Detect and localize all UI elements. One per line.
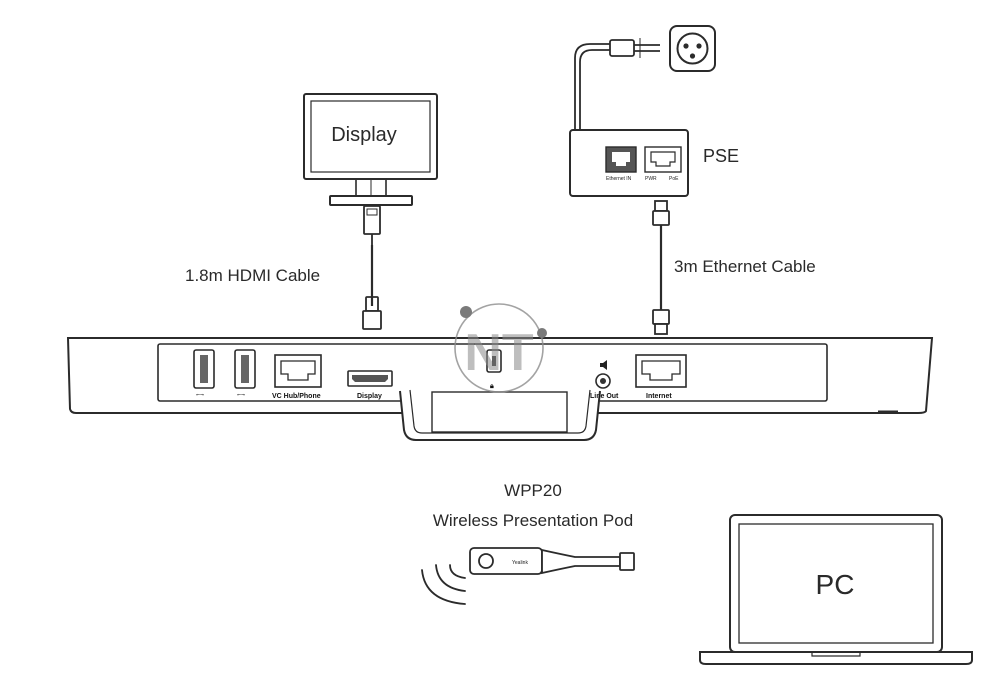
ethernet-cable — [652, 200, 670, 335]
pod-brand: Yealink — [512, 560, 528, 566]
usb-port-2: ⭠⭢ — [234, 349, 256, 398]
lock-slot — [486, 349, 502, 373]
pse-port-pwr: PWR — [645, 176, 657, 182]
internet-port — [635, 354, 687, 388]
usb-port-1: ⭠⭢ — [193, 349, 215, 398]
lock-icon: 🔒︎ — [490, 383, 494, 390]
power-outlet-icon — [669, 25, 716, 72]
usb-1-icon: ⭠⭢ — [196, 392, 204, 398]
power-cable — [574, 38, 660, 130]
display-monitor — [303, 93, 438, 206]
watermark-logo: NT — [454, 303, 547, 393]
display-hdmi-port — [347, 370, 393, 387]
pc-label: PC — [816, 569, 855, 600]
wireless-pod: Yealink — [469, 547, 635, 575]
pod-description-label: Wireless Presentation Pod — [433, 511, 633, 530]
line-out-port — [595, 360, 611, 389]
ethernet-cable-label: 3m Ethernet Cable — [674, 257, 816, 276]
display-label: Display — [331, 124, 397, 146]
hdmi-cable-label: 1.8m HDMI Cable — [185, 266, 320, 285]
speaker-icon — [600, 360, 607, 370]
pc-laptop — [699, 514, 973, 665]
pse-port-ethernet-in: Ethernet IN — [606, 176, 632, 182]
pse-box: Ethernet IN PWR PoE — [569, 129, 689, 197]
pse-port-poe: PoE — [669, 176, 679, 182]
watermark-text: NT — [464, 324, 534, 382]
usb-2-icon: ⭠⭢ — [237, 392, 245, 398]
port-label-vc-hub: VC Hub/Phone — [272, 393, 321, 400]
port-label-display: Display — [357, 393, 382, 400]
port-label-internet: Internet — [646, 393, 672, 400]
pse-label: PSE — [703, 146, 739, 166]
wireless-signal-icon — [421, 564, 466, 605]
port-label-line-out: Line Out — [590, 393, 619, 400]
hdmi-cable — [362, 205, 382, 330]
pod-model-label: WPP20 — [504, 481, 562, 500]
vc-hub-port — [274, 354, 322, 388]
